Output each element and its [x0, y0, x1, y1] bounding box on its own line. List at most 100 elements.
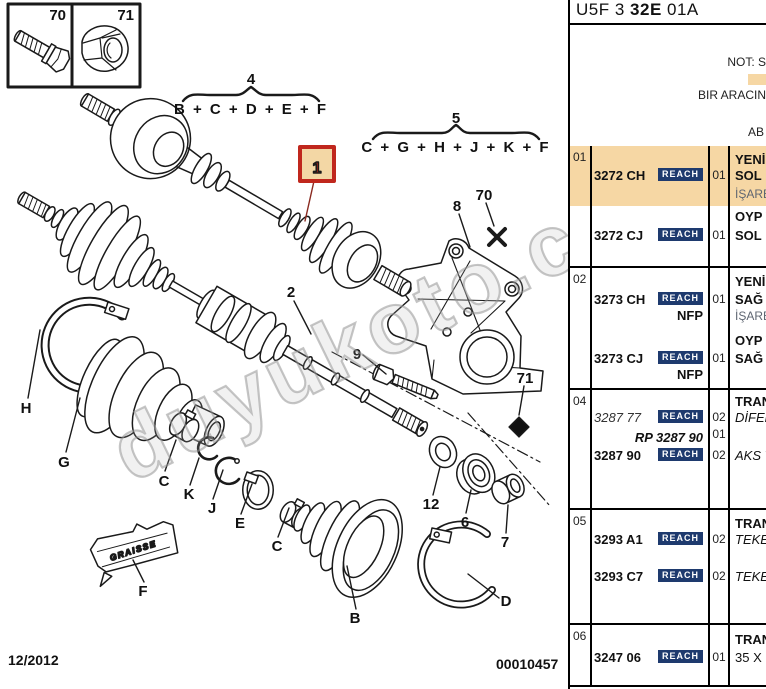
- clamp-band-e: [242, 470, 274, 510]
- callout-8: 8: [453, 198, 461, 215]
- note-line-1: NOT: S: [727, 55, 766, 69]
- description-line: TRAN: [735, 632, 766, 647]
- drive-shaft-1: [79, 93, 412, 297]
- description-line: YENİ: [735, 274, 766, 289]
- part-number: 3247 06: [594, 650, 641, 665]
- description-line: 35 X 6: [735, 650, 766, 665]
- doc-code: U5F 3 32E 01A: [570, 0, 766, 25]
- description-line: TRAN: [735, 516, 766, 531]
- parts-table-panel: U5F 3 32E 01A NOT: S BIR ARACIN AB 01 32…: [568, 0, 766, 689]
- part-number: 3272 CJ: [594, 228, 644, 243]
- description-line: AKS T: [735, 448, 766, 463]
- reach-badge[interactable]: REACH: [657, 650, 703, 663]
- grease-sachet: GRAISSE: [89, 520, 179, 588]
- bearing-bracket: [387, 238, 544, 395]
- inset-bolt-label: 70: [49, 7, 66, 24]
- position-diamond: [508, 416, 530, 438]
- reach-badge[interactable]: REACH: [657, 569, 703, 582]
- description-line: SAĞ: [735, 351, 764, 366]
- quantity: 01: [712, 168, 726, 182]
- callout-9: 9: [353, 346, 361, 363]
- doc-code-bold: 32E: [630, 0, 662, 19]
- highlight-callout-1[interactable]: 1: [298, 145, 336, 183]
- description-line: OYP Y: [735, 209, 766, 224]
- part-number: 3293 C7: [594, 569, 644, 584]
- callout-e: E: [235, 515, 245, 532]
- callout-1-label: 1: [313, 160, 322, 177]
- description-line: TEKE: [735, 569, 766, 584]
- part-suffix: NFP: [677, 367, 703, 382]
- group-number: 06: [573, 629, 587, 643]
- table-group-05: 05 3293 A1 REACH 02 TRAN TEKE 3293 C7 RE…: [570, 510, 766, 625]
- reach-badge[interactable]: REACH: [657, 351, 703, 364]
- part-suffix: NFP: [677, 308, 703, 323]
- group-number: 04: [573, 394, 587, 408]
- nut-icon: [81, 25, 129, 73]
- diagram-svg: GRAISSE: [6, 2, 551, 627]
- doc-code-pre: U5F 3: [576, 0, 625, 19]
- callout-j: J: [208, 500, 216, 517]
- clamp-strap-d: [417, 520, 496, 609]
- callout-k: K: [184, 486, 195, 503]
- centerlines: [331, 351, 551, 507]
- reach-badge[interactable]: REACH: [657, 168, 703, 181]
- callout-b: B: [350, 610, 361, 627]
- reach-badge[interactable]: REACH: [657, 292, 703, 305]
- group-braces: [181, 85, 541, 141]
- quantity: 02: [712, 448, 726, 462]
- table-group-01: 01 3272 CH REACH 01 YENİ SOL İŞARE 3272 …: [570, 146, 766, 268]
- callout-f: F: [138, 583, 147, 600]
- callout-h: H: [21, 400, 32, 417]
- quantity: 01: [712, 427, 726, 441]
- description-line: YENİ: [735, 152, 766, 167]
- table-group-02: 02 3273 CH REACH NFP 01 YENİ SAĞ İŞARE 3…: [570, 268, 766, 390]
- highlight-leader: [304, 180, 315, 222]
- note-cell: NOT: S BIR ARACIN AB: [570, 25, 766, 148]
- description-line: TEKE: [735, 532, 766, 547]
- reach-badge[interactable]: REACH: [657, 410, 703, 423]
- bush-7: [491, 473, 525, 505]
- note-line-2: BIR ARACIN: [697, 88, 766, 102]
- part-number: 3293 A1: [594, 532, 643, 547]
- callout-g: G: [58, 454, 70, 471]
- note-highlight: [748, 74, 766, 85]
- description-line: SAĞ: [735, 292, 764, 307]
- quantity: 02: [712, 569, 726, 583]
- quantity: 02: [712, 410, 726, 424]
- callout-c2: C: [272, 538, 283, 555]
- quantity: 01: [712, 650, 726, 664]
- date-code: 12/2012: [8, 652, 59, 668]
- quantity: 01: [712, 228, 726, 242]
- part-number: 3273 CH: [594, 292, 646, 307]
- table-group-06: 06 3247 06 REACH 01 TRAN 35 X 6: [570, 625, 766, 687]
- drive-shaft-2: [17, 191, 429, 437]
- reach-badge[interactable]: REACH: [657, 532, 703, 545]
- exploded-diagram: GRAISSE: [6, 2, 568, 672]
- callout-71: 71: [517, 370, 534, 387]
- leader-lines: [27, 202, 525, 610]
- group-number: 02: [573, 272, 587, 286]
- reach-badge[interactable]: REACH: [657, 448, 703, 461]
- boot-b: [293, 498, 403, 598]
- part-number: RP 3287 90: [634, 430, 703, 445]
- seal-12: [428, 435, 458, 469]
- description-line: İŞARE: [735, 187, 766, 201]
- assembly-4-number: 4: [247, 71, 256, 88]
- callout-c1: C: [159, 473, 170, 490]
- position-x-mark: [487, 227, 507, 247]
- reach-badge[interactable]: REACH: [657, 228, 703, 241]
- part-number: 3272 CH: [594, 168, 646, 183]
- group-number: 01: [573, 150, 587, 164]
- assembly-5-formula: C + G + H + J + K + F: [361, 139, 550, 156]
- part-number: 3287 77: [594, 410, 641, 425]
- circlip-k: [196, 436, 219, 461]
- assembly-4-formula: B + C + D + E + F: [174, 101, 328, 118]
- description-line: İŞARE: [735, 309, 766, 323]
- sheet-number: 00010457: [496, 656, 559, 672]
- quantity: 02: [712, 532, 726, 546]
- part-number: 3287 90: [594, 448, 641, 463]
- callout-7: 7: [501, 534, 509, 551]
